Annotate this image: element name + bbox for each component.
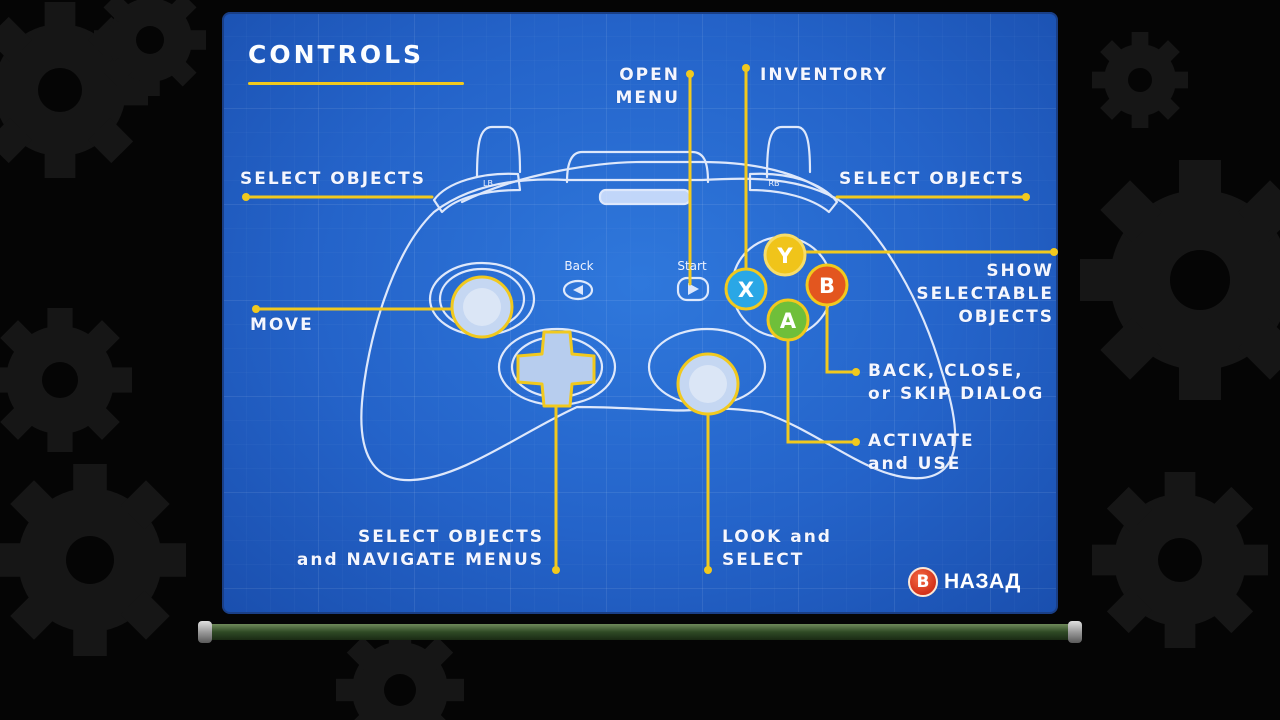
controller-outline <box>360 177 957 482</box>
b-button-icon: B <box>908 567 938 597</box>
svg-text:X: X <box>738 278 754 302</box>
back-label: НАЗАД <box>944 570 1021 593</box>
button-y-icon: Y <box>763 233 807 277</box>
start-button-shape <box>676 276 710 302</box>
callout-move: MOVE <box>250 315 314 335</box>
back-button-shape <box>562 279 594 301</box>
dpad <box>516 330 596 408</box>
start-label: Start <box>677 259 707 273</box>
button-x-icon: X <box>724 267 768 311</box>
rb-label: RB <box>768 179 779 188</box>
title-underline <box>248 82 464 85</box>
lb-label: LB <box>483 179 493 188</box>
svg-text:Y: Y <box>776 244 793 268</box>
callout-select-objects-right: SELECT OBJECTS <box>839 169 1025 189</box>
lb-bumper <box>432 172 522 214</box>
svg-text:A: A <box>780 309 797 333</box>
back-prompt[interactable]: B НАЗАД <box>908 566 1021 598</box>
svg-text:B: B <box>819 274 835 298</box>
controller-diagram: X Y B A Back Start LB RB <box>242 64 1058 574</box>
button-a-icon: A <box>766 298 810 342</box>
back-label: Back <box>564 259 593 273</box>
blueprint-scroll-rod <box>198 621 1082 643</box>
callout-back-close-skip: BACK, CLOSE,or SKIP DIALOG <box>868 361 1045 404</box>
callout-select-objects-left: SELECT OBJECTS <box>240 169 426 189</box>
callout-inventory: INVENTORY <box>760 65 889 85</box>
rb-bumper <box>748 172 839 214</box>
page-title: CONTROLS <box>248 40 425 69</box>
button-b-icon: B <box>805 263 849 307</box>
